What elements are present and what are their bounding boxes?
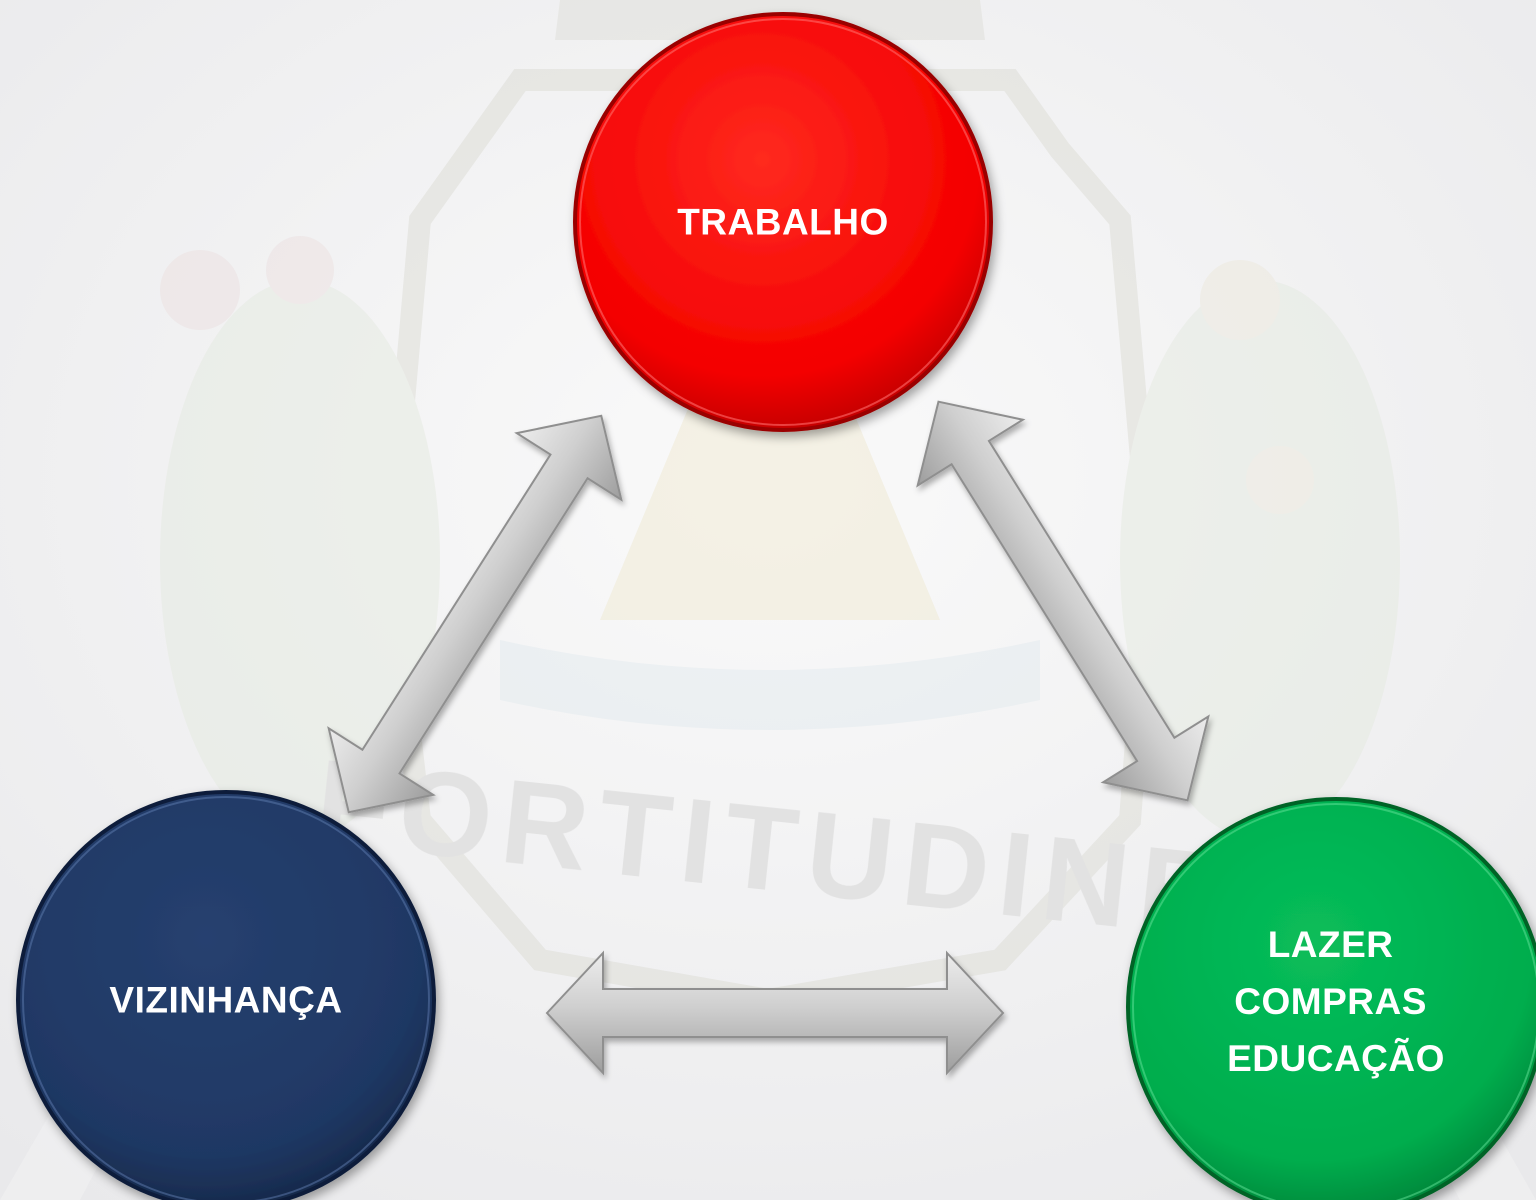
node-destinos-line-lazer: LAZER bbox=[1268, 924, 1394, 965]
node-vizinhanca bbox=[16, 790, 436, 1200]
arrow-trabalho-vizinhanca bbox=[327, 414, 623, 814]
arrow-vizinhanca-destinos bbox=[545, 950, 1005, 1076]
node-destinos-line-educacao: EDUCAÇÃO bbox=[1227, 1037, 1445, 1079]
node-trabalho-label: TRABALHO bbox=[677, 202, 889, 243]
node-vizinhanca-label: VIZINHANÇA bbox=[109, 980, 342, 1021]
arrow-trabalho-destinos bbox=[916, 400, 1210, 802]
node-destinos-label: LAZER COMPRAS EDUCAÇÃO bbox=[1227, 924, 1445, 1079]
node-destinos bbox=[1126, 797, 1536, 1200]
node-trabalho bbox=[573, 12, 993, 432]
node-destinos-line-compras: COMPRAS bbox=[1234, 981, 1427, 1022]
